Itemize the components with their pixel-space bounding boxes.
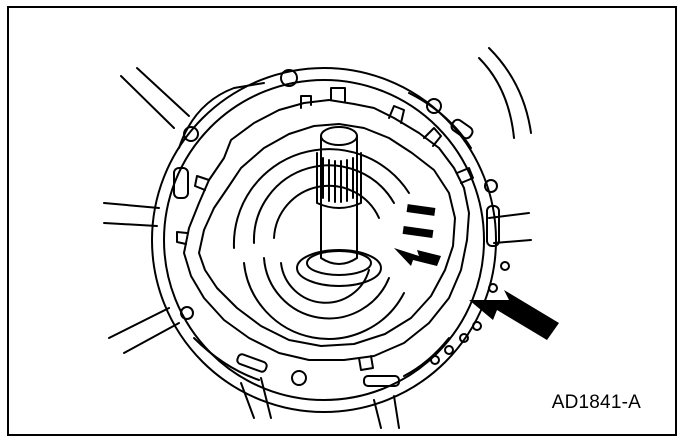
housing-webs: [103, 47, 532, 429]
transmission-pump-illustration: [103, 47, 559, 429]
gear-rings: [232, 148, 410, 340]
arrow-dash-1: [406, 204, 436, 216]
pump-body: [151, 67, 497, 413]
callout-arrows: [394, 204, 559, 340]
figure-label: AD1841-A: [551, 392, 641, 413]
illustration-frame: AD1841-A: [7, 6, 677, 436]
seal-ring: [176, 87, 474, 371]
small-arrow: [394, 248, 441, 266]
input-shaft: [296, 126, 382, 287]
large-arrow: [469, 290, 559, 340]
arrow-dash-2: [402, 225, 434, 239]
cast-slots: [173, 118, 500, 387]
bolt-holes: [180, 69, 510, 386]
